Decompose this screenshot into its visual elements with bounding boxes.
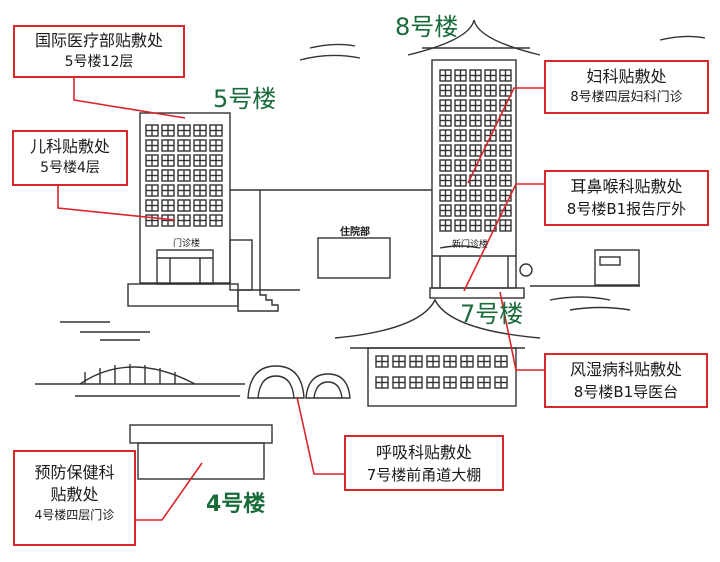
label-preventive-location: 4号楼四层门诊 <box>34 508 115 522</box>
label-rheumatology: 风湿病科贴敷处 8号楼B1导医台 <box>544 353 708 408</box>
label-ent-title: 耳鼻喉科贴敷处 <box>570 177 683 196</box>
sign-new-outpatient: 新门诊楼 <box>452 238 488 250</box>
label-gynecology: 妇科贴敷处 8号楼四层妇科门诊 <box>544 60 709 114</box>
label-preventive: 预防保健科 贴敷处 4号楼四层门诊 <box>13 450 136 546</box>
bridge-sketch <box>35 364 245 397</box>
label-pediatrics: 儿科贴敷处 5号楼4层 <box>12 130 128 186</box>
building-name-7: 7号楼 <box>460 300 524 328</box>
label-respiratory-title: 呼吸科贴敷处 <box>375 443 472 462</box>
label-preventive-title-1: 预防保健科 <box>34 463 115 482</box>
label-respiratory: 呼吸科贴敷处 7号楼前甬道大棚 <box>344 435 504 491</box>
label-preventive-title-2: 贴敷处 <box>50 485 99 504</box>
label-gynecology-location: 8号楼四层妇科门诊 <box>570 90 683 105</box>
building-5-sketch <box>127 112 279 312</box>
greenhouse-sketch <box>247 365 351 399</box>
building-4-sketch <box>129 424 273 480</box>
building-8-sketch <box>407 19 541 299</box>
label-rheumatology-title: 风湿病科贴敷处 <box>569 360 682 379</box>
leader-lines <box>57 78 544 521</box>
label-ent-location: 8号楼B1报告厅外 <box>566 200 687 218</box>
sign-inpatient: 住院部 <box>340 225 370 238</box>
connector-building <box>230 189 432 291</box>
inpatient-sketch <box>317 237 391 279</box>
building-name-4: 4号楼 <box>206 492 266 517</box>
building-name-8: 8号楼 <box>395 13 459 41</box>
label-international-location: 5号楼12层 <box>64 54 134 70</box>
cloud-lines <box>299 35 706 249</box>
label-international-title: 国际医疗部贴敷处 <box>34 31 163 50</box>
building-7-sketch <box>334 298 541 407</box>
label-pediatrics-title: 儿科贴敷处 <box>29 137 110 156</box>
ground-lines <box>60 296 631 341</box>
label-gynecology-title: 妇科贴敷处 <box>586 67 667 86</box>
label-rheumatology-location: 8号楼B1导医台 <box>573 383 679 401</box>
annex-sketch <box>594 249 640 286</box>
building-name-5: 5号楼 <box>213 85 277 113</box>
sign-outpatient: 门诊楼 <box>173 237 200 249</box>
label-international: 国际医疗部贴敷处 5号楼12层 <box>13 25 185 78</box>
label-ent: 耳鼻喉科贴敷处 8号楼B1报告厅外 <box>544 170 709 226</box>
label-pediatrics-location: 5号楼4层 <box>40 160 100 176</box>
label-respiratory-location: 7号楼前甬道大棚 <box>366 466 482 484</box>
